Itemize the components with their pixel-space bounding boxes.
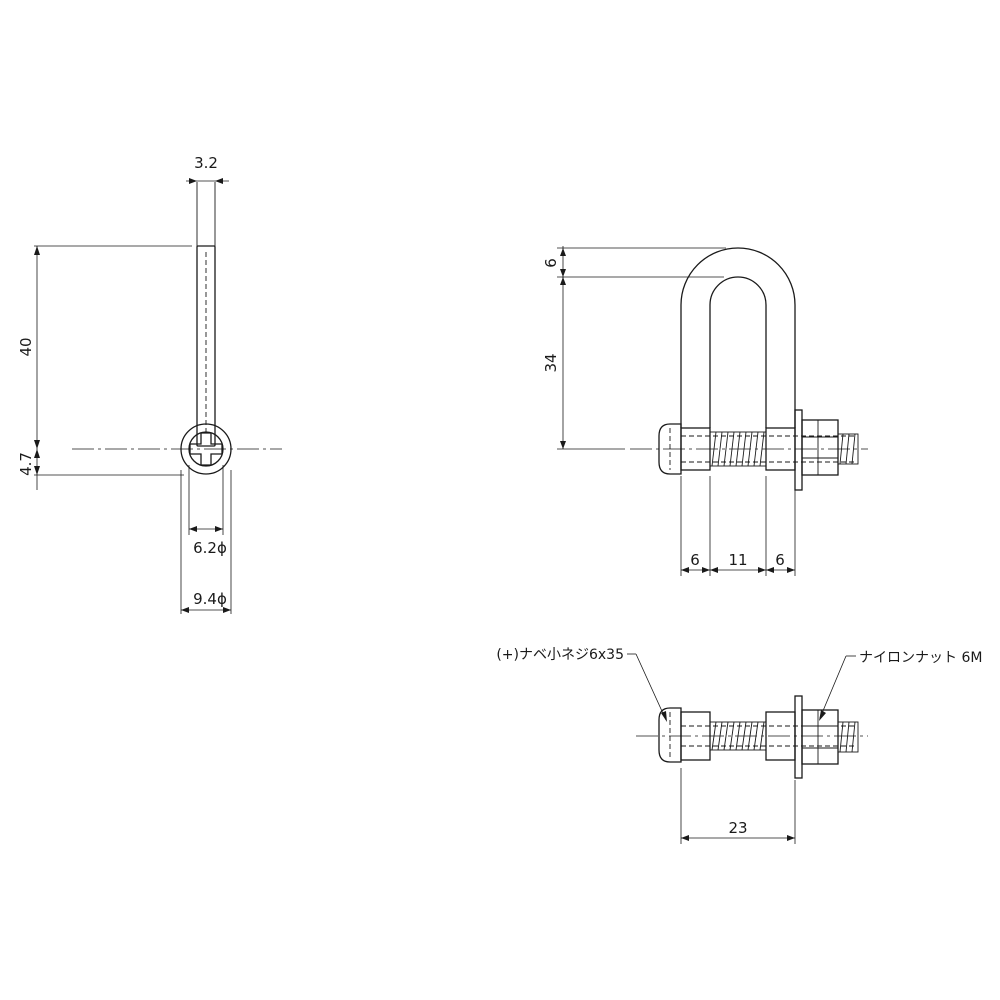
- callout-screw-label: (+)ナベ小ネジ6x35: [496, 647, 624, 663]
- dim-outer-diameter: 9.4ϕ: [193, 590, 227, 608]
- dim-top: 6: [542, 258, 560, 268]
- dim-offset: 4.7: [17, 452, 35, 476]
- dim-thickness: 3.2: [194, 154, 218, 172]
- dim-gap: 11: [728, 551, 747, 569]
- side-view-dimensions: [34, 178, 232, 614]
- dim-leg-right: 6: [775, 551, 785, 569]
- dim-bolt-length: 23: [728, 819, 747, 837]
- dim-leg-left: 6: [690, 551, 700, 569]
- front-view-dimensions: [557, 246, 796, 576]
- callout-leaders: [627, 653, 856, 722]
- bolt-view: [636, 695, 868, 779]
- bolt-view-dimensions: [680, 768, 796, 844]
- side-view: [72, 182, 282, 475]
- callout-nut-label: ナイロンナット 6M: [859, 650, 982, 666]
- dim-length: 40: [17, 337, 35, 356]
- dim-inner-diameter: 6.2ϕ: [193, 539, 227, 557]
- front-view: [630, 247, 868, 491]
- dim-height: 34: [542, 353, 560, 372]
